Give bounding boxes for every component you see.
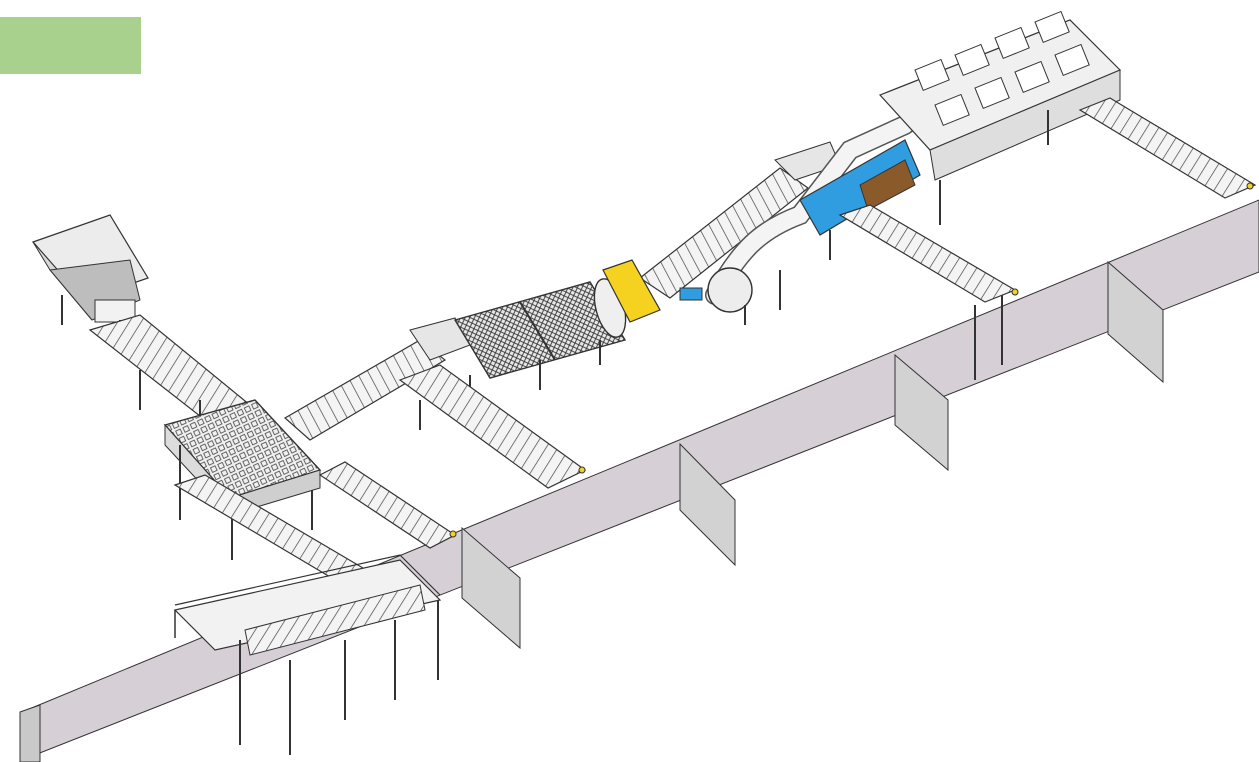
feed-hopper xyxy=(31,214,149,345)
wall-panel xyxy=(19,704,41,762)
color-tag-badge xyxy=(0,17,141,74)
trommel-discharge-conveyor xyxy=(398,364,587,489)
wall-panel xyxy=(679,442,736,567)
sorting-cabin xyxy=(878,10,1122,225)
sorting-discharge-conveyors xyxy=(838,97,1257,303)
wall-panel xyxy=(461,526,521,650)
trommel-drum xyxy=(453,278,627,395)
magnet-separator xyxy=(602,259,661,323)
wall-panel xyxy=(894,353,949,472)
optical-sorter xyxy=(799,139,921,260)
picking-platform xyxy=(173,554,442,755)
blower-fan xyxy=(707,267,753,313)
wall-panel xyxy=(1107,260,1164,384)
incline-conveyor-to-sorting xyxy=(602,141,841,323)
air-duct-system xyxy=(679,115,915,325)
